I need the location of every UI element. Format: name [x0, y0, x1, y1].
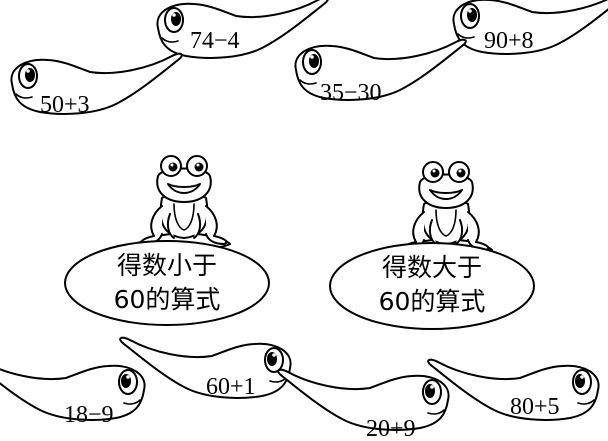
bubble-line-2: 60的算式 [114, 285, 221, 314]
tadpole-80-5: 80+5 [427, 358, 600, 421]
tadpole-icon [277, 368, 450, 431]
tadpole-18-9: 18−9 [0, 358, 146, 428]
tadpole-35-30: 35−30 [294, 38, 467, 106]
tadpole-90-8: 90+8 [452, 0, 608, 55]
tadpole-expression: 18−9 [64, 402, 114, 428]
frog-icon [137, 155, 231, 251]
tadpole-20-9: 20+9 [277, 368, 450, 441]
bubble-line-1: 得数大于 [382, 253, 482, 282]
speech-bubble [64, 240, 270, 326]
tadpole-expression: 80+5 [510, 394, 560, 420]
tadpole-74-4: 74−4 [156, 0, 329, 59]
bubble-line-1: 得数小于 [117, 251, 217, 280]
frog-less-than-60: 得数小于 60的算式 [64, 155, 270, 326]
tadpole-expression: 60+1 [206, 374, 256, 400]
tadpole-expression: 50+3 [40, 92, 90, 118]
tadpole-expression: 90+8 [484, 28, 534, 54]
tadpole-icon [156, 0, 329, 59]
tadpole-icon [10, 52, 183, 115]
tadpole-expression: 74−4 [190, 28, 240, 54]
frog-greater-than-60: 得数大于 60的算式 [329, 161, 535, 330]
tadpole-50-3: 50+3 [10, 52, 183, 118]
frog-icon [399, 161, 493, 257]
tadpole-expression: 35−30 [320, 80, 382, 106]
speech-bubble [329, 242, 535, 330]
bubble-line-2: 60的算式 [379, 287, 486, 316]
tadpole-60-1: 60+1 [119, 336, 292, 400]
tadpole-expression: 20+9 [366, 416, 416, 441]
